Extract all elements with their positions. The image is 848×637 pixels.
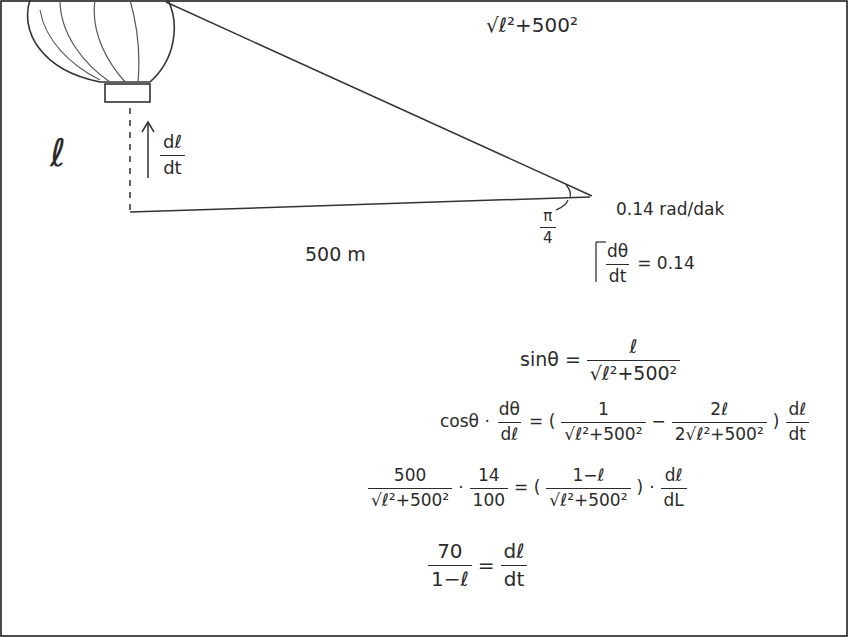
math-text: dℓ xyxy=(501,540,528,565)
math-text: √ℓ²+500² xyxy=(368,488,452,511)
fraction: dℓdL xyxy=(661,466,687,510)
fraction: 701−ℓ xyxy=(428,540,472,591)
math-text: 500 xyxy=(391,466,429,488)
fraction: dθdt xyxy=(604,242,631,286)
math-text: dt xyxy=(786,422,809,445)
fraction: dℓdt xyxy=(160,132,185,178)
math-text: − xyxy=(652,412,666,432)
math-text: dt xyxy=(606,264,629,287)
math-text: dt xyxy=(501,565,528,591)
fraction: 2ℓ2√ℓ²+500² xyxy=(672,400,767,444)
fraction: dℓdt xyxy=(785,400,809,444)
math-text: = 0.14 xyxy=(637,254,695,274)
fraction: dℓdt xyxy=(501,540,528,591)
math-text: √ℓ²+500² xyxy=(486,14,578,37)
math-text: ℓ xyxy=(627,336,641,360)
math-text: 1 xyxy=(595,400,612,422)
fraction: dθdℓ xyxy=(496,400,523,444)
math-text: ) xyxy=(773,412,780,432)
math-text: dL xyxy=(661,488,687,511)
math-text: cosθ · xyxy=(440,412,490,432)
math-text: ℓ xyxy=(50,132,66,176)
math-text: 2ℓ xyxy=(707,400,731,422)
math-text: 1−ℓ xyxy=(428,565,472,591)
math-text: dθ xyxy=(604,242,631,264)
math-text: dℓ xyxy=(785,400,809,422)
math-text: √ℓ²+500² xyxy=(546,488,630,511)
equation-row: dθdt = 0.14 xyxy=(604,242,695,286)
math-text: · xyxy=(649,478,654,498)
equation-row: cosθ ·dθdℓ= (1√ℓ²+500²−2ℓ2√ℓ²+500²)dℓdt xyxy=(440,400,809,444)
math-text: 100 xyxy=(470,488,508,511)
math-text: ) xyxy=(637,478,644,498)
fraction: 500√ℓ²+500² xyxy=(368,466,452,510)
math-text: dℓ xyxy=(160,132,185,155)
math-text: dℓ xyxy=(498,422,522,445)
equation-row: sinθ = ℓ√ℓ²+500² xyxy=(520,336,680,385)
math-text: dt xyxy=(160,155,184,179)
fraction: π4 xyxy=(540,208,556,248)
math-text: π xyxy=(540,208,555,227)
fraction: 14100 xyxy=(470,466,508,510)
math-text: = ( xyxy=(529,412,555,432)
math-text: 4 xyxy=(540,227,556,247)
equation-row: 500√ℓ²+500²·14100= (1−ℓ√ℓ²+500²)·dℓdL xyxy=(368,466,687,510)
math-text: 14 xyxy=(475,466,503,488)
equation-row: 701−ℓ = dℓdt xyxy=(428,540,527,591)
math-text: · xyxy=(458,478,463,498)
math-text: = ( xyxy=(514,478,540,498)
math-text: 2√ℓ²+500² xyxy=(672,422,767,445)
math-text: dθ xyxy=(496,400,523,422)
equation-row: ℓ xyxy=(50,132,66,176)
equation-row: √ℓ²+500² xyxy=(486,14,578,37)
fraction: ℓ√ℓ²+500² xyxy=(587,336,680,385)
math-text: = xyxy=(478,554,495,577)
equation-row: π4 xyxy=(540,208,556,248)
math-text: √ℓ²+500² xyxy=(587,360,680,385)
math-text: 0.14 rad/dak xyxy=(616,200,724,220)
math-text: 500 m xyxy=(305,244,366,266)
equation-row: 0.14 rad/dak xyxy=(616,200,724,220)
equation-row: dℓdt xyxy=(160,132,185,178)
math-text: dℓ xyxy=(662,466,686,488)
math-text: 1−ℓ xyxy=(569,466,607,488)
fraction: 1−ℓ√ℓ²+500² xyxy=(546,466,630,510)
math-text: 70 xyxy=(434,540,465,565)
math-text: sinθ = xyxy=(520,349,581,371)
fraction: 1√ℓ²+500² xyxy=(561,400,645,444)
equation-row: 500 m xyxy=(305,244,366,266)
math-text: √ℓ²+500² xyxy=(561,422,645,445)
